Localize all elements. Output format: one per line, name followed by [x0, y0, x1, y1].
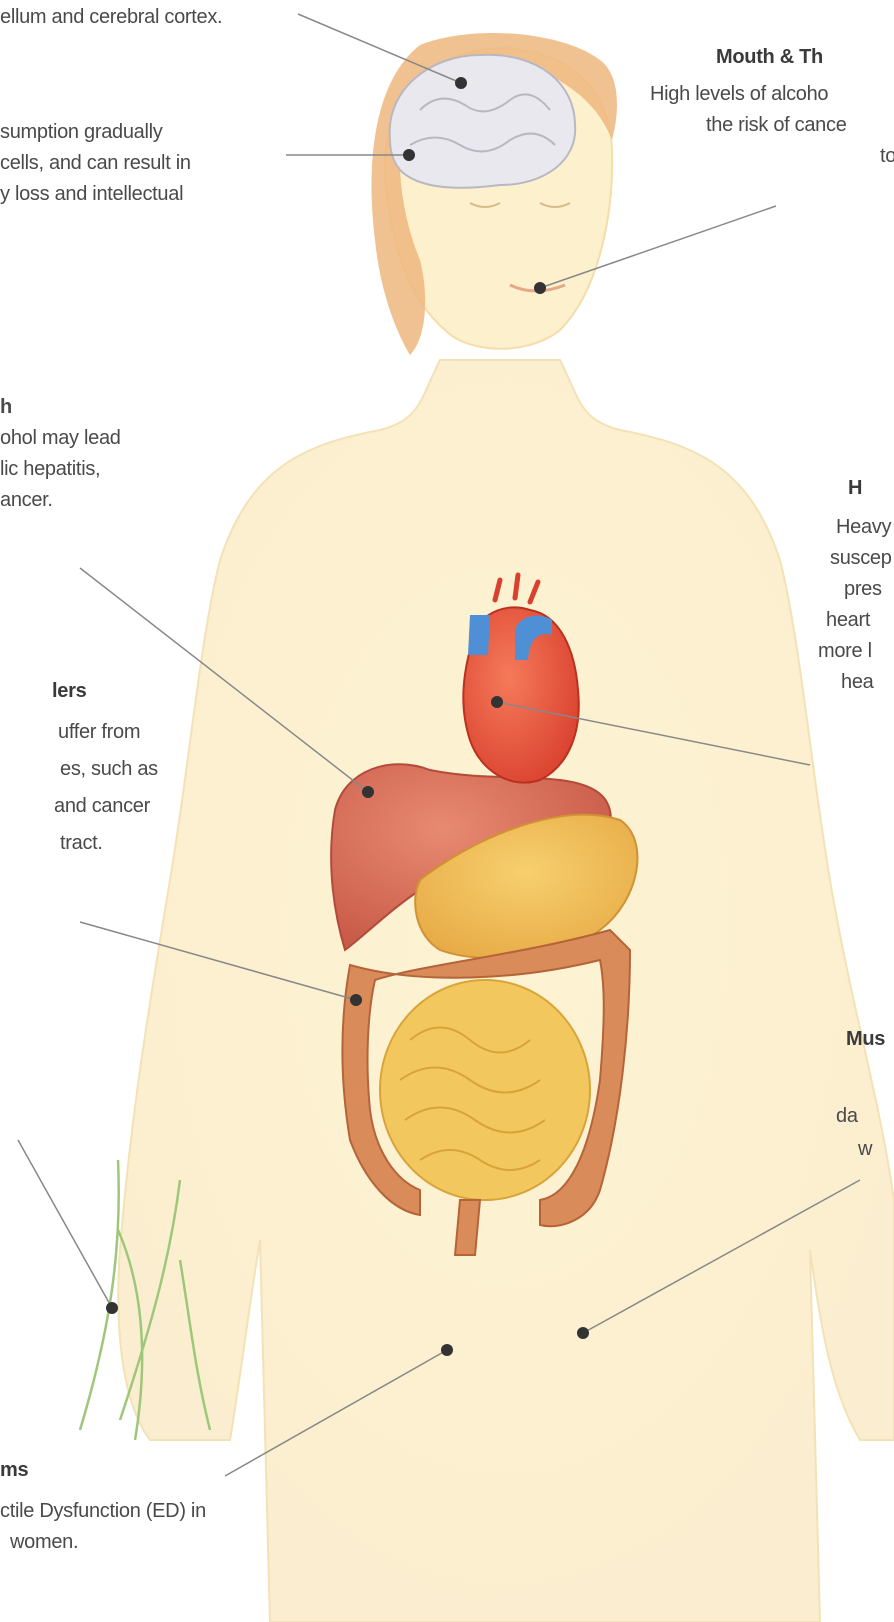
mouth-line-1: High levels of alcoho: [650, 73, 894, 110]
digestive-label: lers uffer from es, such as and cancer t…: [0, 676, 158, 859]
heart-line-2: suscep: [830, 543, 892, 574]
heart-line-6: hea: [841, 667, 892, 698]
rectum: [455, 1200, 480, 1255]
pointer-dot-nerves: [106, 1302, 118, 1314]
liver-line-2: ohol may lead: [0, 423, 121, 454]
mouth-line-2: the risk of cance: [650, 110, 894, 141]
blood-vessel-left: [468, 615, 490, 655]
heart-label: H Heavy suscep pres heart more l hea: [836, 473, 892, 698]
liver-label: h ohol may lead lic hepatitis, ancer.: [0, 392, 121, 516]
pointer-dot-digestive: [350, 994, 362, 1006]
pointer-dot-brain-top: [455, 77, 467, 89]
heart-line-5: more l: [818, 636, 892, 667]
liver-line-4: ancer.: [0, 485, 121, 516]
liver-line-1: h: [0, 392, 121, 423]
mouth-label: Mouth & Th High levels of alcoho the ris…: [650, 42, 894, 172]
pointer-dot-muscle: [577, 1327, 589, 1339]
pointer-dot-heart: [491, 696, 503, 708]
brain-line-2: cells, and can result in: [0, 148, 191, 179]
muscle-line-2: w: [858, 1132, 885, 1165]
mouth-title: Mouth & Th: [650, 42, 894, 73]
reproductive-line-1: ctile Dysfunction (ED) in: [0, 1486, 206, 1527]
reproductive-title: ms: [0, 1455, 206, 1486]
pointer-dot-liver: [362, 786, 374, 798]
digestive-line-4: tract.: [0, 822, 158, 859]
pointer-dot-brain-side: [403, 149, 415, 161]
muscle-line-1: da: [836, 1055, 885, 1132]
muscle-label: Mus da w: [846, 1024, 885, 1165]
brain-label: sumption gradually cells, and can result…: [0, 117, 191, 210]
liver-line-3: lic hepatitis,: [0, 454, 121, 485]
heart-title: H: [836, 473, 892, 504]
heart-line-1: Heavy: [836, 504, 892, 543]
digestive-line-2: es, such as: [0, 748, 158, 785]
heart-line-4: heart: [826, 605, 892, 636]
digestive-line-1: uffer from: [0, 707, 158, 748]
brain-line-3: y loss and intellectual: [0, 179, 191, 210]
reproductive-label: ms ctile Dysfunction (ED) in women.: [0, 1455, 206, 1558]
brain-caption-top: ellum and cerebral cortex.: [0, 2, 222, 33]
heart-line-3: pres: [844, 574, 892, 605]
digestive-title: lers: [0, 676, 158, 707]
digestive-line-3: and cancer: [0, 785, 158, 822]
mouth-line-3: to: [650, 141, 894, 172]
reproductive-line-2: women.: [0, 1527, 206, 1558]
pointer-dot-mouth: [534, 282, 546, 294]
pointer-dot-reproductive: [441, 1344, 453, 1356]
brain-line-1: sumption gradually: [0, 117, 191, 148]
small-intestine: [380, 980, 590, 1200]
brain-caption-line: ellum and cerebral cortex.: [0, 2, 222, 33]
muscle-title: Mus: [846, 1024, 885, 1055]
